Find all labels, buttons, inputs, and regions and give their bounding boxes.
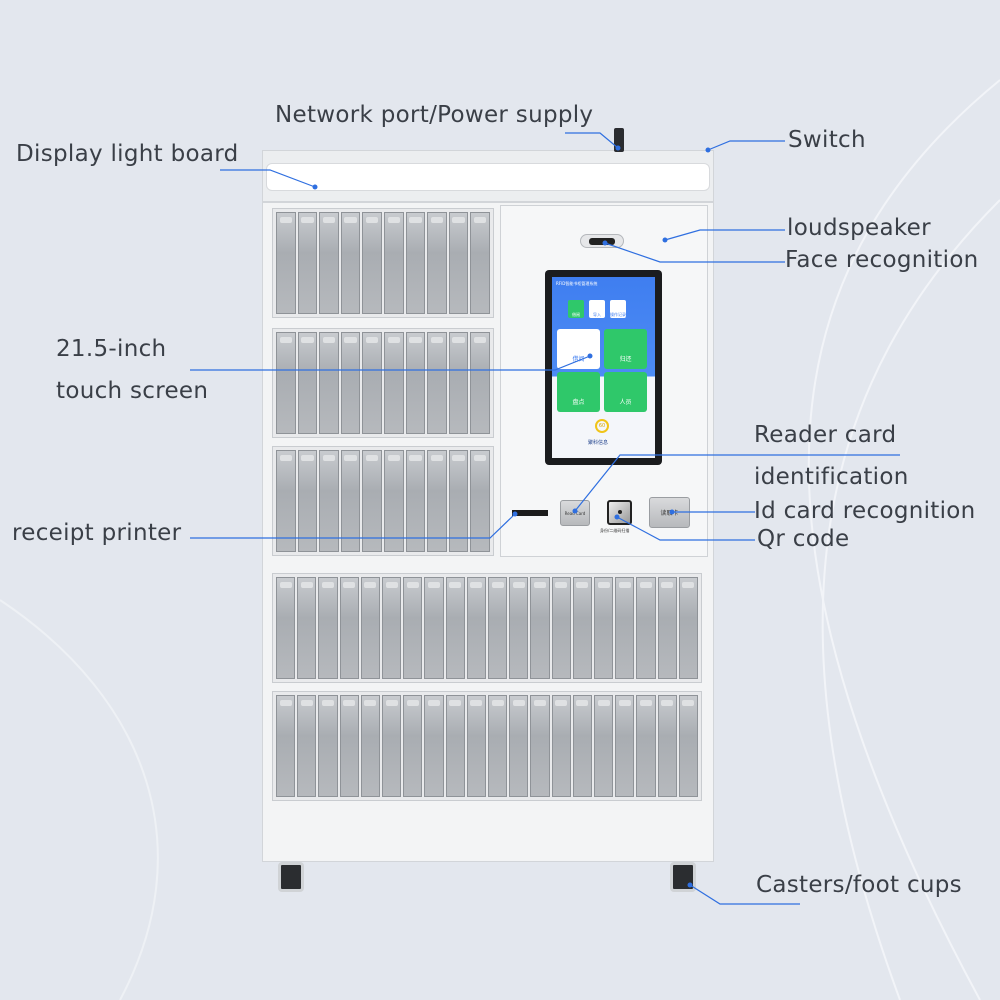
label-display-board: Display light board xyxy=(16,141,239,167)
qr-label: 身份/二维码扫描 xyxy=(600,528,630,533)
network-cable xyxy=(614,128,624,152)
caster-left xyxy=(278,862,304,892)
receipt-printer-slot xyxy=(512,510,548,516)
qr-scanner[interactable] xyxy=(607,500,632,525)
small-tile[interactable]: 导入 xyxy=(589,300,605,318)
reader-card-pad[interactable]: Read Card xyxy=(560,500,590,526)
label-reader-2: identification xyxy=(754,464,909,490)
label-printer: receipt printer xyxy=(12,520,182,546)
drawer-row xyxy=(272,691,702,801)
tile-inventory[interactable]: 盘点 xyxy=(557,372,600,412)
drawer-row xyxy=(272,446,494,556)
countdown: 60 xyxy=(595,419,609,433)
small-tile[interactable]: 借阅 xyxy=(568,300,584,318)
label-touch-2: touch screen xyxy=(56,378,209,404)
label-reader-1: Reader card xyxy=(754,422,897,448)
label-casters: Casters/foot cups xyxy=(756,872,962,898)
label-face: Face recognition xyxy=(785,247,979,273)
drawer-row xyxy=(272,328,494,438)
face-camera xyxy=(580,234,624,248)
label-idcard: Id card recognition xyxy=(754,498,976,524)
drawer-row xyxy=(272,208,494,318)
caster-right xyxy=(670,862,696,892)
tile-personnel[interactable]: 人员 xyxy=(604,372,647,412)
drawer-row xyxy=(272,573,702,683)
brand-logo: 聚科信息 xyxy=(588,440,609,446)
screen-title: RFID智能书柜管理系统 xyxy=(556,281,598,286)
id-card-pad[interactable]: 读取卡 xyxy=(649,497,690,528)
label-switch: Switch xyxy=(788,127,866,153)
touch-screen[interactable]: RFID智能书柜管理系统 借阅 导入 操作记录 借阅 归还 盘点 人员 60 聚… xyxy=(545,270,662,465)
small-tile[interactable]: 操作记录 xyxy=(610,300,626,318)
tile-borrow[interactable]: 借阅 xyxy=(557,329,600,369)
tile-return[interactable]: 归还 xyxy=(604,329,647,369)
label-touch-1: 21.5-inch xyxy=(56,336,167,362)
label-loudspeaker: loudspeaker xyxy=(787,215,931,241)
label-network: Network port/Power supply xyxy=(275,102,594,128)
label-qr: Qr code xyxy=(757,526,850,552)
display-light-board xyxy=(266,163,710,191)
